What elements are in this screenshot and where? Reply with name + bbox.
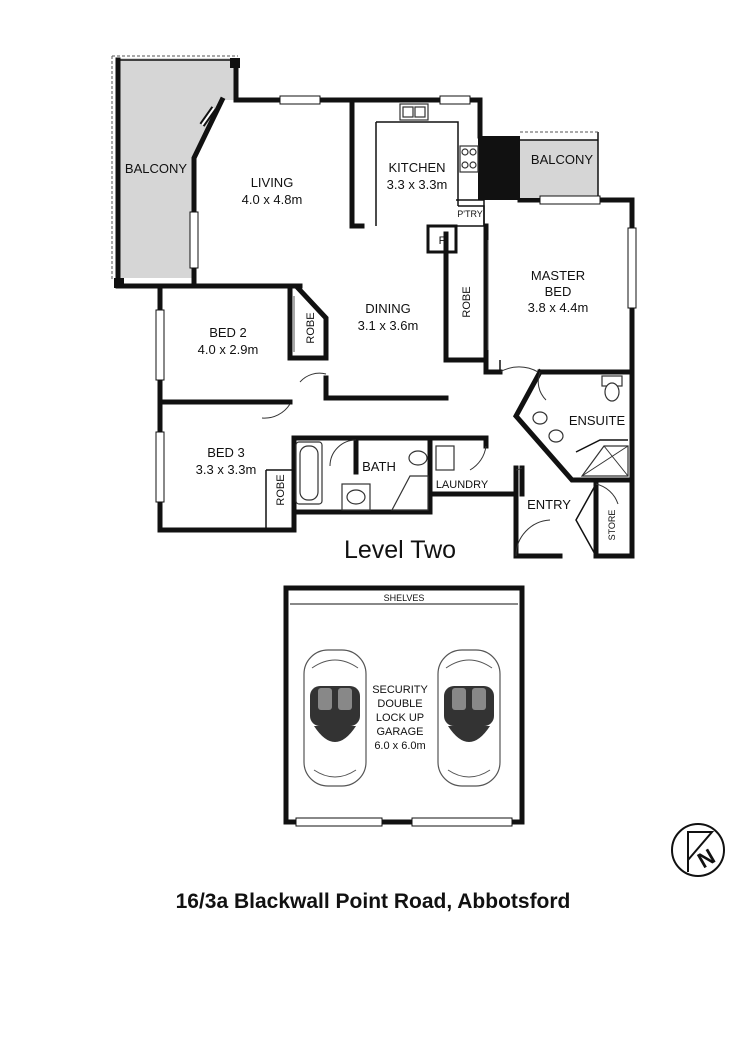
dining-size: 3.1 x 3.6m xyxy=(358,318,419,333)
garage-line-2: DOUBLE xyxy=(377,698,422,710)
master-bed-label-2: BED xyxy=(545,284,572,299)
kitchen-size: 3.3 x 3.3m xyxy=(387,177,448,192)
bed3-size: 3.3 x 3.3m xyxy=(196,462,257,477)
ensuite-label: ENSUITE xyxy=(569,413,626,428)
garage-line-4: GARAGE xyxy=(376,726,423,738)
fridge-label: F xyxy=(439,235,446,247)
kitchen-label: KITCHEN xyxy=(388,160,445,175)
balcony-right xyxy=(520,131,599,198)
garage-size: 6.0 x 6.0m xyxy=(374,740,425,752)
garage-line-3: LOCK UP xyxy=(376,712,424,724)
windows xyxy=(155,95,637,503)
bed2-label: BED 2 xyxy=(209,325,247,340)
store-label: STORE xyxy=(607,510,617,541)
balcony-right-label: BALCONY xyxy=(531,152,593,167)
pantry-label: P'TRY xyxy=(457,209,483,219)
master-bed-size: 3.8 x 4.4m xyxy=(528,300,589,315)
room-labels: BALCONY LIVING 4.0 x 4.8m KITCHEN 3.3 x … xyxy=(125,152,626,540)
bed2-size: 4.0 x 2.9m xyxy=(198,342,259,357)
master-bed-label: MASTER xyxy=(531,268,585,283)
level-label: Level Two xyxy=(344,536,456,564)
car-left-icon xyxy=(303,649,367,787)
balcony-left xyxy=(111,55,240,289)
car-right-icon xyxy=(437,649,501,787)
laundry-label: LAUNDRY xyxy=(436,479,489,491)
master-robe-label: ROBE xyxy=(461,286,473,317)
compass-icon: N xyxy=(671,823,725,877)
address: 16/3a Blackwall Point Road, Abbotsford xyxy=(176,890,571,913)
bed2-robe-label: ROBE xyxy=(305,312,317,343)
bath-label: BATH xyxy=(362,459,396,474)
interior-walls xyxy=(157,97,635,559)
garage: SHELVES SECURITY DOUBLE LOCK UP GARAGE 6 xyxy=(283,585,525,827)
dining-label: DINING xyxy=(365,301,411,316)
balcony-left-label: BALCONY xyxy=(125,161,187,176)
doors xyxy=(261,360,619,557)
entry-label: ENTRY xyxy=(527,497,571,512)
bed3-robe-label: ROBE xyxy=(275,474,287,505)
fixtures xyxy=(293,103,629,511)
garage-line-1: SECURITY xyxy=(372,684,428,696)
living-size: 4.0 x 4.8m xyxy=(242,192,303,207)
bed3-label: BED 3 xyxy=(207,445,245,460)
living-label: LIVING xyxy=(251,175,294,190)
garage-shelves-label: SHELVES xyxy=(384,593,425,603)
